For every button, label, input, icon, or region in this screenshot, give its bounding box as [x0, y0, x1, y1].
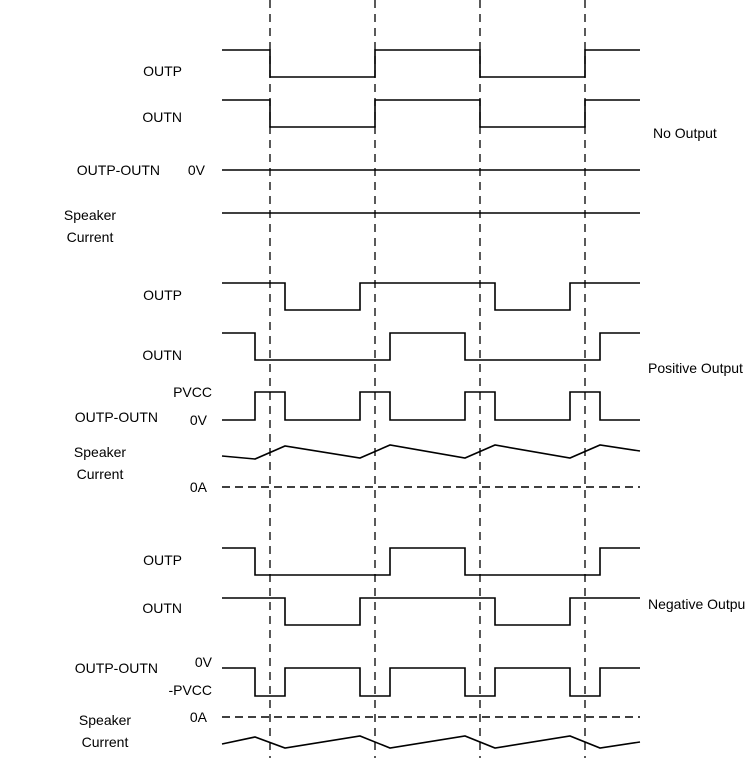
- outp-label: OUTP: [143, 287, 182, 303]
- outn-wave: [222, 597, 640, 626]
- current-label: Current: [77, 466, 124, 482]
- zero-volt-label: 0V: [188, 162, 206, 178]
- outn-label: OUTN: [142, 600, 182, 616]
- current-wave: [221, 444, 641, 460]
- outp-wave: [222, 49, 640, 78]
- zero-amp-label: 0A: [190, 709, 208, 725]
- no-output-label: No Output: [653, 125, 717, 141]
- zero-volt-label: 0V: [195, 654, 213, 670]
- current-wave: [221, 735, 641, 749]
- outn-label: OUTN: [142, 109, 182, 125]
- positive-output-outp-minus-outn-row: PVCC OUTP-OUTN 0V: [75, 384, 640, 428]
- no-output-outp-minus-outn-row: OUTP-OUTN 0V: [77, 162, 640, 178]
- no-output-outp-row: OUTP: [143, 49, 640, 79]
- group-no-output: No Output OUTP OUTN OUTP-OUTN 0V SpeakerCurre…: [64, 49, 717, 245]
- outn-label: OUTN: [142, 347, 182, 363]
- outp-minus-outn-label: OUTP-OUTN: [75, 660, 158, 676]
- negative-output-outn-row: OUTN: [142, 597, 640, 626]
- outp-label: OUTP: [143, 552, 182, 568]
- outn-wave: [222, 99, 640, 128]
- diff-wave: [222, 667, 640, 697]
- zero-volt-label: 0V: [190, 412, 208, 428]
- negative-output-outp-minus-outn-row: 0V OUTP-OUTN -PVCC: [75, 654, 640, 698]
- diff-wave: [222, 391, 640, 421]
- no-output-outn-row: OUTN: [142, 99, 640, 128]
- zero-amp-label: 0A: [190, 479, 208, 495]
- speaker-label: Speaker: [74, 444, 126, 460]
- negative-output-label: Negative Output: [648, 596, 745, 612]
- group-positive-output: Positive Output OUTP OUTN PVCC OUTP-OUTN 0V Sp…: [74, 282, 743, 495]
- negative-output-outp-row: OUTP: [143, 547, 640, 576]
- positive-output-outn-row: OUTN: [142, 332, 640, 363]
- outp-minus-outn-label: OUTP-OUTN: [75, 409, 158, 425]
- outp-label: OUTP: [143, 63, 182, 79]
- positive-output-label: Positive Output: [648, 360, 743, 376]
- outn-wave: [222, 332, 640, 361]
- group-negative-output: Negative OutputOUTPOUTN0VOUTP-OUTN-PVCC0…: [75, 547, 745, 750]
- outp-minus-outn-label: OUTP-OUTN: [77, 162, 160, 178]
- neg-pvcc-label: -PVCC: [168, 682, 212, 698]
- outp-wave: [222, 547, 640, 576]
- current-label: Current: [82, 734, 129, 750]
- speaker-label: Speaker: [64, 207, 116, 223]
- speaker-label: Speaker: [79, 712, 131, 728]
- pvcc-label: PVCC: [173, 384, 212, 400]
- positive-output-outp-row: OUTP: [143, 282, 640, 311]
- outp-wave: [222, 282, 640, 311]
- current-label: Current: [67, 229, 114, 245]
